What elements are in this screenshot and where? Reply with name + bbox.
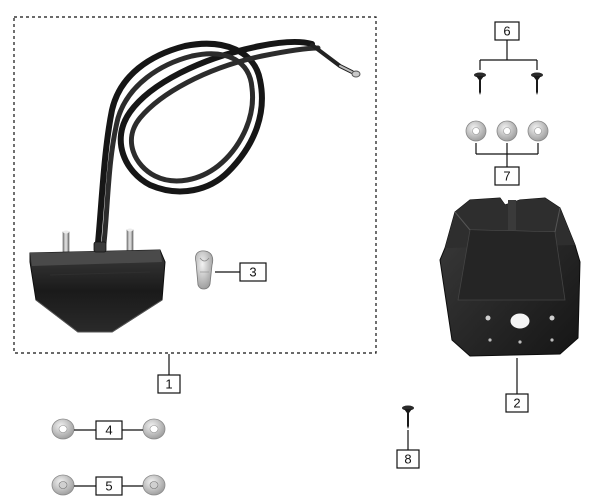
license-lamp-assembly-icon (29, 39, 361, 333)
assembly-boundary (13, 16, 377, 354)
callout-7: 7 (494, 166, 520, 186)
callout-1: 1 (157, 374, 181, 394)
callout-4: 4 (95, 420, 123, 440)
bulb-icon (195, 250, 214, 290)
leader-6 (479, 40, 538, 70)
lamp-bracket-icon (439, 197, 581, 357)
washer-pair-icon (51, 418, 166, 440)
screw-pair-icon (474, 72, 543, 95)
callout-2: 2 (505, 393, 529, 413)
callout-5: 5 (95, 476, 123, 496)
callout-2-label: 2 (513, 396, 520, 411)
callout-5-label: 5 (105, 479, 112, 494)
leader-7 (475, 143, 539, 167)
callout-6: 6 (494, 21, 520, 41)
callout-8-label: 8 (404, 452, 411, 467)
screw-icon (402, 405, 414, 429)
callout-3: 3 (239, 262, 267, 282)
callout-8: 8 (396, 449, 420, 469)
callout-1-label: 1 (165, 377, 172, 392)
washer-set-icon (465, 120, 549, 142)
nut-pair-icon (51, 474, 166, 496)
callout-7-label: 7 (503, 169, 510, 184)
callout-6-label: 6 (503, 24, 510, 39)
callout-4-label: 4 (105, 423, 112, 438)
callout-3-label: 3 (249, 265, 256, 280)
